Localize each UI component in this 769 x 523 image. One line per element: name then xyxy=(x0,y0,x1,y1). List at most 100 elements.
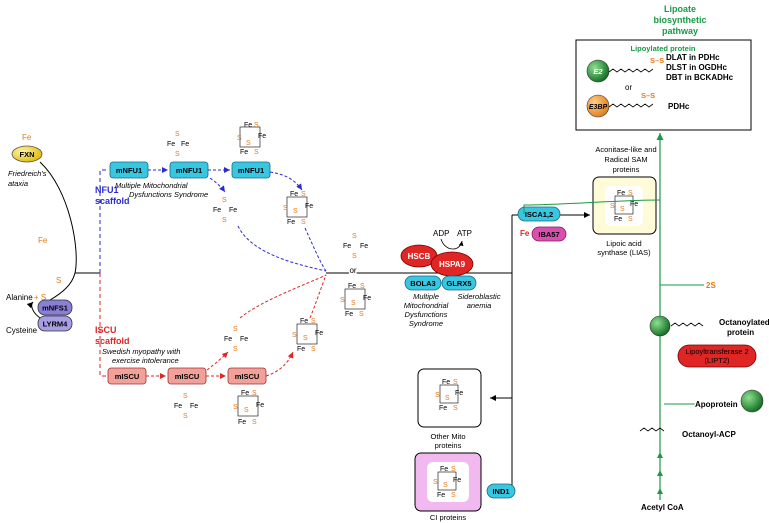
iscu-4fe4s-above: Fe S S Fe S Fe S xyxy=(292,318,323,353)
apoprotein-node xyxy=(740,389,764,413)
svg-text:S: S xyxy=(292,332,297,339)
fxn-node xyxy=(11,145,43,163)
svg-text:S: S xyxy=(246,140,251,147)
svg-text:S: S xyxy=(303,335,308,342)
atp-label: ATP xyxy=(457,229,472,238)
iscu-branch-line xyxy=(99,273,108,377)
svg-text:S: S xyxy=(311,318,316,325)
svg-text:Fe: Fe xyxy=(167,141,175,148)
svg-text:Fe: Fe xyxy=(343,243,351,250)
iscu-disease-1: Swedish myopathy with xyxy=(102,347,180,356)
svg-text:S: S xyxy=(620,206,625,213)
mnfs1-label: mNFS1 xyxy=(42,304,68,313)
center-section: S Fe Fe S or Fe S S Fe S Fe S ADP ATP HS… xyxy=(326,229,512,328)
lipt2-label-1: Lipoyltransferase 2 xyxy=(685,347,748,356)
svg-text:Fe: Fe xyxy=(455,390,463,397)
s-mid-label: S xyxy=(56,276,61,285)
dlst-label: DLST in OGDHc xyxy=(666,63,727,72)
acetyl-coa-label: Acetyl CoA xyxy=(641,503,684,512)
octanoylated-node xyxy=(649,315,671,337)
friedreich-label-2: ataxia xyxy=(8,179,28,188)
nfs1-branch xyxy=(49,272,76,301)
aconitase-label-1: Aconitase-like and xyxy=(595,145,656,154)
iscu-2fe-to-center xyxy=(239,274,327,319)
svg-text:Fe: Fe xyxy=(617,190,625,197)
iscu-label-2: scaffold xyxy=(95,336,130,346)
fe-top-label: Fe xyxy=(22,133,32,142)
pdhc-label: PDHc xyxy=(668,102,690,111)
nfu1-2fe-to-center xyxy=(237,225,327,272)
bola3-label: BOLA3 xyxy=(410,279,435,288)
svg-text:S: S xyxy=(453,405,458,412)
miscu-label-1: mISCU xyxy=(115,372,140,381)
e2-chain xyxy=(608,68,654,73)
adp-atp-arrow xyxy=(440,238,464,250)
svg-text:S: S xyxy=(360,283,365,290)
alanine-label: Alanine xyxy=(6,293,33,302)
svg-text:Fe: Fe xyxy=(229,207,237,214)
friedreich-label-1: Friedreich's xyxy=(8,169,47,178)
svg-text:Fe: Fe xyxy=(297,346,305,353)
iscu-4fe4s-below: Fe S S Fe S Fe S xyxy=(233,390,264,426)
svg-text:S: S xyxy=(352,233,357,240)
e2-node xyxy=(586,59,610,83)
mnfu1-label-2: mNFU1 xyxy=(176,166,202,175)
svg-text:Fe: Fe xyxy=(363,295,371,302)
nfu1-to-2fe xyxy=(209,177,226,193)
nfu1-to-4fe xyxy=(269,171,303,191)
apoprotein-label: Apoprotein xyxy=(695,400,738,409)
svg-text:Fe: Fe xyxy=(287,219,295,226)
svg-text:Fe: Fe xyxy=(439,405,447,412)
nfu1-4fe-to-center xyxy=(304,227,327,272)
octanoylated-label-2: protein xyxy=(727,328,754,337)
aconitase-label-2: Radical SAM xyxy=(604,155,647,164)
dbt-label: DBT in BCKADHc xyxy=(666,73,734,82)
nfu1-pathway: NFU1 scaffold mNFU1 mNFU1 mNFU1 Multiple… xyxy=(95,122,327,273)
svg-text:Fe: Fe xyxy=(614,216,622,223)
svg-text:S: S xyxy=(175,151,180,158)
center-disease-1: Multiple xyxy=(413,292,439,301)
e2-label: E2 xyxy=(593,67,603,76)
e3bp-ss-label: S–S xyxy=(641,91,655,100)
adp-label: ADP xyxy=(433,229,449,238)
svg-text:Fe: Fe xyxy=(244,122,252,129)
center-4fe4s: Fe S S Fe S Fe S xyxy=(340,283,371,318)
center-or-label: or xyxy=(349,266,356,275)
lipoylated-box xyxy=(575,39,752,131)
other-4fe4s: Fe S S Fe S Fe S xyxy=(435,379,463,412)
svg-text:S: S xyxy=(254,149,259,156)
svg-text:S: S xyxy=(359,311,364,318)
svg-text:S: S xyxy=(443,482,448,489)
ci-box-inner xyxy=(427,462,469,502)
svg-text:Fe: Fe xyxy=(290,191,298,198)
svg-text:Fe: Fe xyxy=(442,379,450,386)
svg-text:S: S xyxy=(252,390,257,397)
svg-text:S: S xyxy=(433,479,438,486)
svg-text:S: S xyxy=(352,253,357,260)
svg-text:Fe: Fe xyxy=(440,466,448,473)
svg-text:S: S xyxy=(233,346,238,353)
octanoylated-label-1: Octanoylated xyxy=(719,318,769,327)
left-section: Fe FXN Friedreich's ataxia Fe S Alanine … xyxy=(6,133,100,335)
other-label-1: Other Mito xyxy=(430,432,465,441)
iscu-to-4fe xyxy=(265,351,294,377)
iscu-2fe2s-above: S Fe Fe S xyxy=(224,326,248,353)
lipoate-title-3: pathway xyxy=(662,26,698,36)
isca-node xyxy=(517,206,561,222)
lipoate-or-label: or xyxy=(625,83,632,92)
iba57-label: IBA57 xyxy=(538,230,559,239)
svg-text:S: S xyxy=(254,122,259,129)
center-disease-2: Mitochondrial xyxy=(404,301,449,310)
svg-text:S: S xyxy=(233,404,238,411)
glrx5-label: GLRX5 xyxy=(446,279,471,288)
iscu-2fe2s-below: S Fe Fe S xyxy=(174,393,198,420)
isca-label: ISCA1,2 xyxy=(525,210,553,219)
nfu1-2fe2s-below: S Fe Fe S xyxy=(213,197,237,224)
center-disease-3: Dysfunctions xyxy=(405,310,448,319)
iscu-4fe-to-center xyxy=(309,274,327,319)
svg-text:Fe: Fe xyxy=(224,336,232,343)
lyrm4-label: LYRM4 xyxy=(43,320,69,329)
glrx5-node xyxy=(441,275,477,291)
ci-label: CI proteins xyxy=(430,513,467,522)
